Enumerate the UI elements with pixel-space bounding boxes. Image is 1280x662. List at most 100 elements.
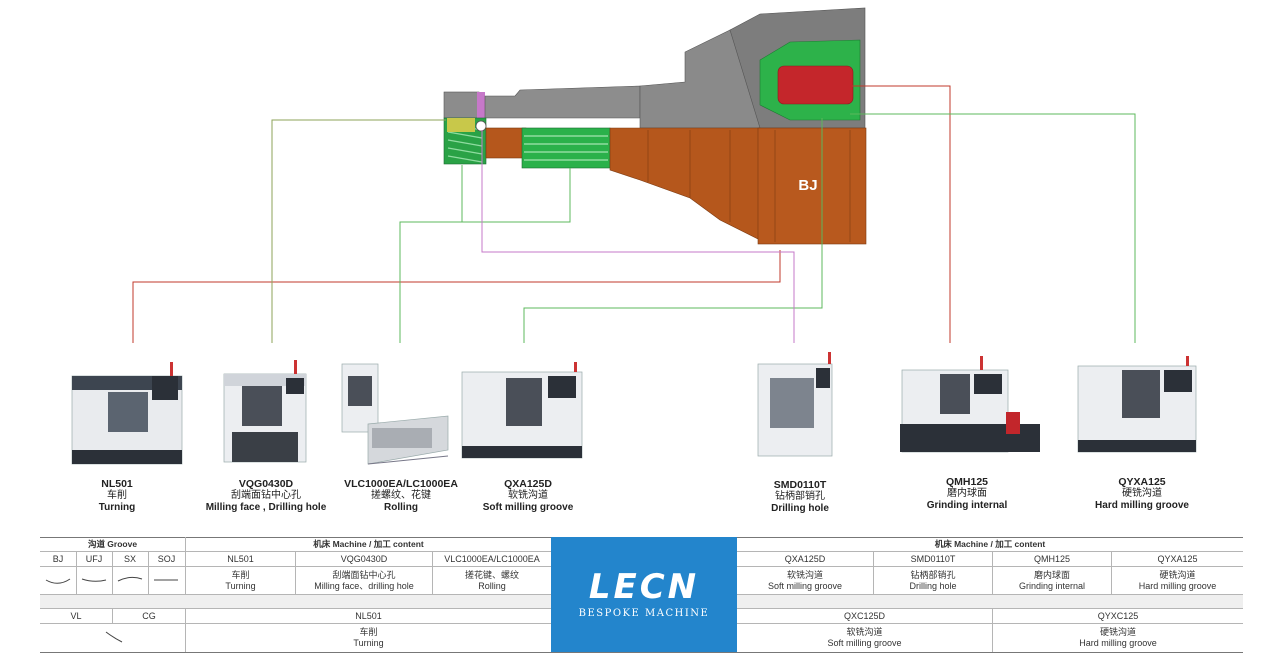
row2-left-machine: NL501	[355, 610, 382, 621]
content-cn: 车削	[231, 569, 250, 580]
right-content-3: 硬铣沟道 Hard milling groove	[1112, 567, 1243, 594]
line-qyxa	[850, 113, 1136, 343]
machine-qxa-image	[461, 362, 583, 459]
machine-qmh125: QMH125 磨内球面 Grinding internal	[907, 476, 1027, 512]
machine-qxa125d: QXA125D 软铣沟道 Soft milling groove	[468, 478, 588, 514]
content-cn: 磨内球面	[1033, 569, 1070, 580]
content-en: Rolling	[478, 580, 506, 591]
bell-bottom	[757, 127, 867, 245]
machine-model: VLC1000EA/LC1000EA	[344, 478, 458, 490]
content-cn: 车削	[359, 627, 378, 637]
content-cn: 搓花键、螺纹	[464, 569, 519, 580]
content-cn: 硬铣沟道	[1099, 627, 1136, 637]
content-cn: 硬铣沟道	[1159, 569, 1196, 580]
groove-col-bj: BJ	[52, 553, 64, 564]
machine-qmh-image	[900, 356, 1040, 453]
row2-right-machine-0: QXC125D	[843, 610, 886, 621]
machine-model: NL501	[101, 478, 133, 490]
milled-face	[447, 118, 475, 132]
connector-lines	[132, 85, 1136, 343]
line-nl501	[132, 250, 781, 343]
machine-vlc1000ea: VLC1000EA/LC1000EA 搓螺纹、花键 Rolling	[338, 478, 464, 514]
groove-shape-icons	[45, 576, 178, 584]
content-en: Milling face、drilling hole	[314, 580, 414, 591]
machine-smd0110t: SMD0110T 钻柄部销孔 Drilling hole	[740, 479, 860, 515]
machine-cn: 搓螺纹、花键	[371, 490, 431, 501]
line-vqg	[271, 119, 446, 343]
groove-sx-icon	[117, 576, 143, 582]
machine-cn: 磨内球面	[947, 488, 987, 499]
machine-smd-image	[757, 352, 833, 457]
row2-left-content: 车削 Turning	[186, 624, 551, 652]
content-en: Soft milling groove	[827, 638, 902, 648]
right-machine-2: QMH125	[1033, 553, 1070, 564]
right-machine-1: SMD0110T	[910, 553, 956, 564]
logo-tagline: BESPOKE MACHINE	[578, 608, 710, 619]
process-diagram: BJ	[71, 7, 1197, 465]
inner-race-red	[777, 65, 854, 105]
left-content-0: 车削 Turning	[186, 567, 295, 594]
machine-cn: 钻柄部销孔	[775, 491, 825, 502]
right-machine-3: QYXA125	[1157, 553, 1198, 564]
groove-col-vl: VL	[70, 610, 82, 621]
content-en: Turning	[353, 638, 384, 648]
machine-cn: 硬铣沟道	[1122, 488, 1162, 499]
logo-brand: LECN	[588, 567, 700, 607]
machine-model: QYXA125	[1118, 476, 1166, 488]
groove-header: 沟道 Groove	[87, 539, 138, 549]
groove-col-sx: SX	[123, 553, 136, 564]
content-cn: 软铣沟道	[846, 627, 883, 637]
right-content-0: 软铣沟道 Soft milling groove	[737, 567, 873, 594]
machine-nl501: NL501 车削 Turning	[57, 478, 177, 514]
content-en: Soft milling groove	[767, 580, 843, 591]
left-machine-2: VLC1000EA/LC1000EA	[444, 553, 540, 564]
line-qmh	[852, 85, 951, 343]
line-smd	[481, 130, 795, 343]
groove-col-cg: CG	[142, 610, 156, 621]
right-machine-header: 机床 Machine / 加工 content	[934, 539, 1046, 549]
groove-col-ufj: UFJ	[85, 553, 103, 564]
row2-right-machine-1: QYXC125	[1097, 610, 1139, 621]
content-en: Drilling hole	[909, 580, 957, 591]
content-cn: 软铣沟道	[786, 569, 823, 580]
machine-cn: 软铣沟道	[508, 490, 548, 501]
machine-vqg-image	[223, 360, 307, 463]
left-machine-0: NL501	[227, 553, 254, 564]
row2-right-content-1: 硬铣沟道 Hard milling groove	[993, 624, 1243, 652]
part-label: BJ	[798, 177, 817, 194]
cv-joint-part: BJ	[443, 7, 867, 245]
content-en: Grinding internal	[1018, 580, 1086, 591]
left-machine-1: VQG0430D	[340, 553, 388, 564]
right-content-2: 磨内球面 Grinding internal	[993, 567, 1111, 594]
machine-cn: 刮端面钻中心孔	[231, 490, 301, 501]
content-cn: 钻柄部销孔	[910, 569, 956, 580]
machine-vqg0430d: VQG0430D 刮端面钻中心孔 Milling face , Drilling…	[196, 478, 336, 514]
pin-hole	[477, 92, 485, 122]
machine-en: Grinding internal	[926, 500, 1008, 511]
left-content-2: 搓花键、螺纹 Rolling	[433, 567, 551, 594]
groove-bj-icon	[45, 578, 71, 584]
machine-en: Turning	[98, 502, 136, 513]
machine-qyxa-image	[1077, 356, 1197, 453]
line-qxa	[523, 118, 823, 343]
center-hole	[475, 120, 487, 132]
thread-top	[443, 91, 480, 119]
machine-model: SMD0110T	[773, 479, 827, 491]
right-machine-0: QXA125D	[784, 553, 826, 564]
machine-en: Drilling hole	[771, 503, 829, 514]
machine-en: Rolling	[384, 502, 418, 513]
machine-cn: 车削	[107, 490, 127, 501]
line-vlc	[399, 168, 571, 343]
row2-right-content-0: 软铣沟道 Soft milling groove	[737, 624, 992, 652]
spline-green	[521, 127, 611, 169]
content-en: Hard milling groove	[1079, 638, 1157, 648]
machine-model: VQG0430D	[238, 478, 294, 490]
content-en: Turning	[225, 580, 256, 591]
machine-en: Hard milling groove	[1095, 500, 1189, 511]
lecn-logo: LECN BESPOKE MACHINE	[551, 537, 737, 652]
left-content-1: 刮端面钻中心孔 Milling face、drilling hole	[296, 567, 432, 594]
groove-vl-icon	[105, 631, 123, 643]
machine-model: QMH125	[945, 476, 988, 488]
content-en: Hard milling groove	[1138, 580, 1217, 591]
right-content-1: 钻柄部销孔 Drilling hole	[874, 567, 992, 594]
